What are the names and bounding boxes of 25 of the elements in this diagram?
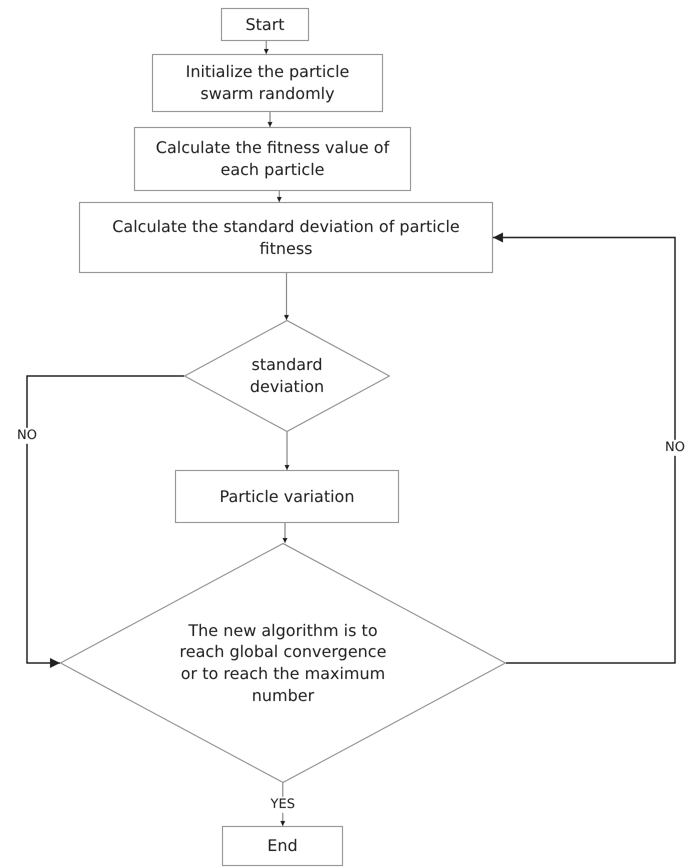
arrow [284,272,289,320]
arrow [282,522,288,544]
node-text: Calculate the standard deviation of particle fitness [111,216,461,260]
process-box [152,54,383,112]
node-text: Initialize the particle swarm randomly [184,61,350,105]
process-box [222,826,343,866]
edge-label: YES [270,796,295,813]
process-box [175,470,399,523]
process-box [134,127,411,191]
arrow [276,190,282,202]
arrow [268,112,272,128]
edge-label: NO [17,428,37,444]
edge-label: NO [665,439,685,456]
node-text: standard deviation [248,354,326,398]
node-text: Particle variation [220,486,354,508]
node-text: The new algorithm is to reach global convergence or to reach the maximum number [178,620,388,706]
arrow [493,232,676,664]
process-box [221,8,309,41]
arrow [264,40,269,54]
arrow [26,375,184,668]
node-text: Calculate the fitness value of each particle [154,137,390,181]
arrow [284,432,290,470]
process-box [79,202,493,273]
node-text: Start [245,14,285,36]
node-text: End [267,835,298,857]
